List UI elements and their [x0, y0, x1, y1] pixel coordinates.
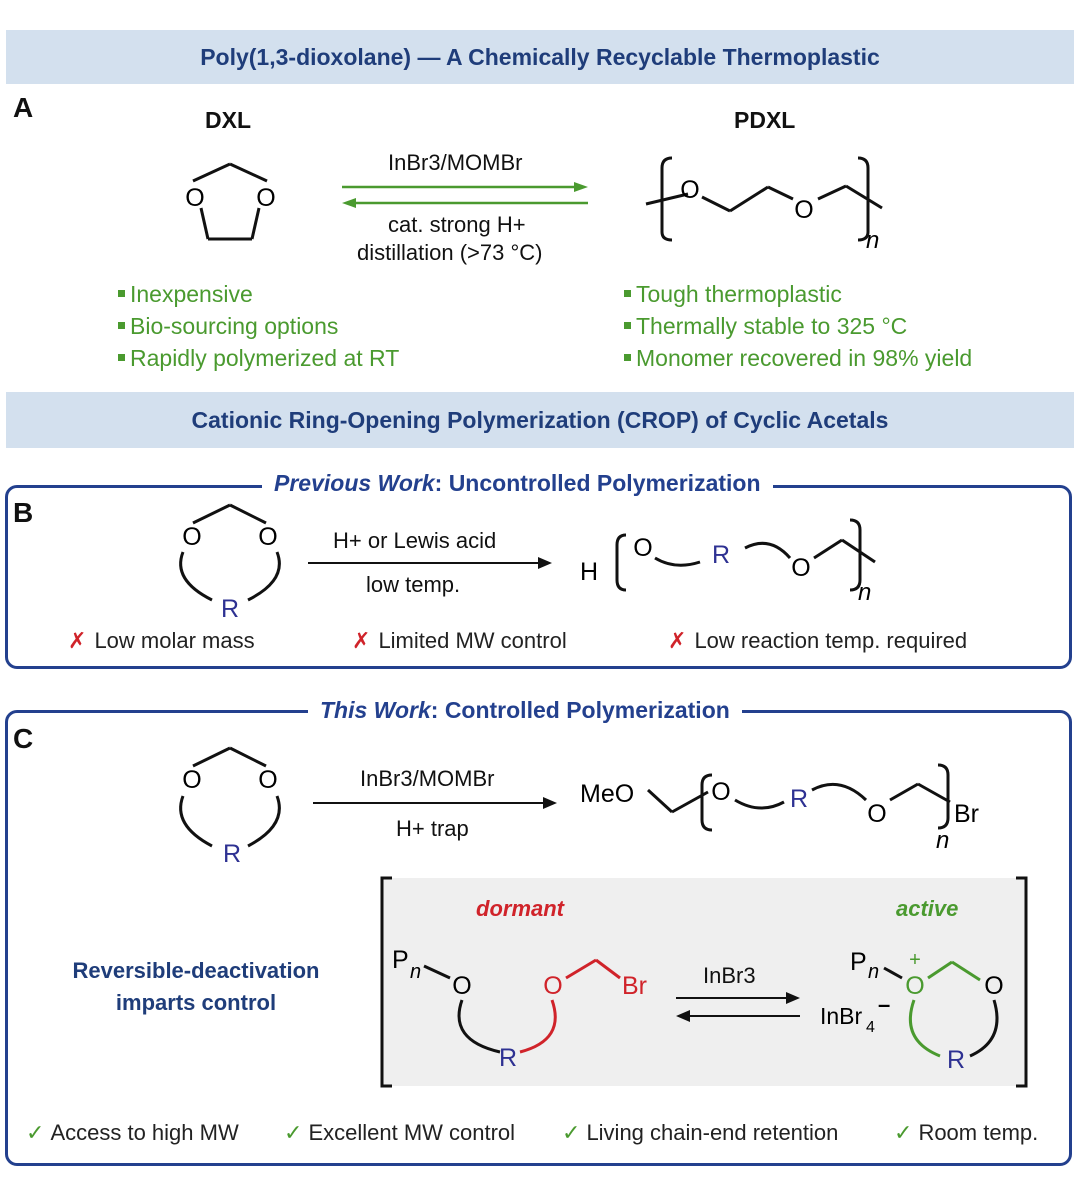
svg-text:O: O [182, 766, 201, 794]
svg-text:MeO: MeO [580, 780, 634, 808]
active-label: active [896, 896, 959, 921]
panel-a-equilibrium-arrows [342, 182, 588, 208]
panel-b-title: Previous Work: Uncontrolled Polymerizati… [262, 470, 773, 497]
panel-b-cond-top: H+ or Lewis acid [333, 528, 497, 553]
control-text-line-1: Reversible-deactivation [72, 958, 320, 983]
dxl-benefits-list: Inexpensive Bio-sourcing options Rapidly… [118, 278, 399, 374]
advantage-item: ✓Excellent MW control [284, 1120, 516, 1145]
svg-text:R: R [221, 595, 239, 623]
panel-b-title-italic: Previous Work [274, 470, 435, 496]
dxl-benefit-item: Rapidly polymerized at RT [118, 342, 399, 374]
drawback-item: ✗Low molar mass [68, 628, 255, 653]
advantage-item: ✓Access to high MW [26, 1120, 239, 1145]
pdxl-benefit-item: Monomer recovered in 98% yield [624, 342, 972, 374]
panel-c-title-italic: This Work [320, 697, 431, 723]
panel-b-monomer [179, 503, 281, 602]
svg-text:R: R [790, 785, 808, 813]
svg-text:O: O [256, 184, 275, 212]
drawback-item: ✗Low reaction temp. required [668, 628, 968, 653]
panel-b-arrow [308, 557, 552, 569]
title-banner-text: Poly(1,3-dioxolane) — A Chemically Recyc… [200, 43, 880, 70]
svg-text:H: H [580, 558, 598, 586]
advantage-item: ✓Living chain-end retention [562, 1120, 839, 1145]
svg-text:O: O [258, 523, 277, 551]
crop-banner-text: Cationic Ring-Opening Polymerization (CR… [191, 406, 889, 433]
dxl-benefit-item: Inexpensive [118, 278, 399, 310]
svg-text:InBr: InBr [820, 1003, 863, 1029]
panel-c-arrow [313, 797, 557, 809]
svg-text:R: R [712, 541, 730, 569]
dormant-active-arrows [676, 992, 800, 1022]
pdxl-benefit-item: Tough thermoplastic [624, 278, 972, 310]
dxl-label: DXL [205, 107, 251, 133]
panel-a-reverse-cond-2: distillation (>73 °C) [357, 240, 543, 265]
svg-text:O: O [791, 554, 810, 582]
equilibrium-reagent: InBr3 [703, 963, 756, 988]
svg-text:O: O [680, 176, 699, 204]
panel-b-cond-bottom: low temp. [366, 572, 461, 597]
panel-c-cond-top: InBr3/MOMBr [360, 766, 495, 791]
svg-text:R: R [947, 1046, 965, 1074]
svg-text:O: O [633, 534, 652, 562]
panel-c-monomer [179, 746, 281, 848]
panel-a-forward-reagent: InBr3/MOMBr [388, 150, 523, 175]
svg-text:O: O [984, 972, 1003, 1000]
equilibrium-box [382, 878, 1026, 1086]
panel-c-product [646, 763, 951, 832]
dxl-benefit-item: Bio-sourcing options [118, 310, 399, 342]
panel-c-title: This Work: Controlled Polymerization [308, 697, 742, 724]
control-text-line-2: imparts control [115, 990, 277, 1015]
svg-text:R: R [499, 1044, 517, 1072]
svg-text:O: O [794, 196, 813, 224]
panel-b-product [615, 518, 876, 592]
equilibrium-brackets [380, 876, 1028, 1088]
svg-text:Br: Br [622, 972, 647, 1000]
svg-text:O: O [185, 184, 204, 212]
svg-text:O: O [905, 972, 924, 1000]
svg-text:n: n [868, 961, 879, 983]
panel-a-label: A [13, 92, 34, 123]
svg-text:n: n [858, 579, 871, 606]
pdxl-benefit-item: Thermally stable to 325 °C [624, 310, 972, 342]
svg-text:R: R [223, 840, 241, 868]
svg-text:+: + [909, 949, 921, 971]
panel-b-title-rest: : Uncontrolled Polymerization [434, 470, 761, 496]
panel-b-label: B [13, 497, 34, 528]
svg-text:O: O [182, 523, 201, 551]
svg-text:–: – [878, 992, 890, 1017]
control-explanation: Reversible-deactivation imparts control [52, 955, 340, 1019]
panel-c-cond-bottom: H+ trap [396, 816, 469, 841]
svg-text:O: O [452, 972, 471, 1000]
panel-a-reverse-cond-1: cat. strong H+ [388, 212, 526, 237]
svg-text:P: P [850, 948, 867, 976]
crop-banner: Cationic Ring-Opening Polymerization (CR… [6, 392, 1074, 448]
svg-text:n: n [936, 827, 949, 854]
panel-c-title-rest: : Controlled Polymerization [430, 697, 730, 723]
svg-text:4: 4 [866, 1019, 875, 1036]
svg-text:O: O [258, 766, 277, 794]
advantage-item: ✓Room temp. [894, 1120, 1039, 1145]
drawback-item: ✗Limited MW control [352, 628, 567, 653]
title-banner: Poly(1,3-dioxolane) — A Chemically Recyc… [6, 30, 1074, 84]
dxl-structure [192, 162, 268, 241]
svg-text:O: O [867, 800, 886, 828]
panel-c-label: C [13, 723, 34, 754]
pdxl-structure [645, 156, 883, 242]
svg-text:n: n [410, 961, 421, 983]
pdxl-label: PDXL [734, 107, 796, 133]
svg-text:Br: Br [954, 800, 979, 828]
pdxl-benefits-list: Tough thermoplastic Thermally stable to … [624, 278, 972, 374]
svg-text:O: O [543, 972, 562, 1000]
svg-text:O: O [711, 778, 730, 806]
svg-text:P: P [392, 946, 409, 974]
svg-text:n: n [866, 227, 879, 254]
dormant-label: dormant [476, 896, 564, 921]
